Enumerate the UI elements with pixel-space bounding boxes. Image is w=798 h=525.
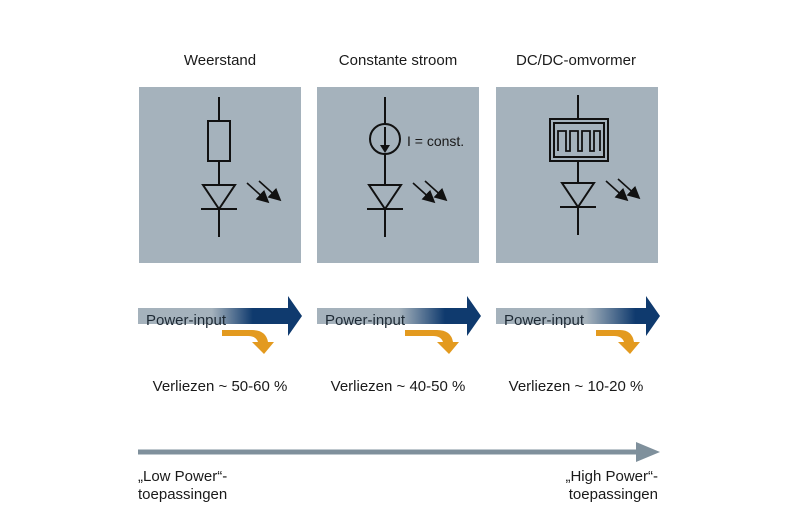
dc-dc-led-symbol (549, 95, 641, 235)
constant-current-label: I = const. (407, 133, 465, 149)
power-input-arrow-icon (138, 296, 302, 336)
led-icon (367, 184, 403, 211)
power-flow-arrow-1 (138, 296, 302, 354)
arrow-head-icon (636, 442, 660, 462)
current-source-led-symbol (367, 97, 448, 237)
loss-label-constante-stroom: Verliezen ~ 40-50 % (330, 378, 466, 395)
loss-arrow-icon (596, 330, 640, 354)
column-title-constante-stroom: Constante stroom (338, 52, 458, 69)
high-power-label: „High Power“- toepassingen (565, 468, 658, 503)
loss-arrow-icon (222, 330, 274, 354)
dc-dc-panel (496, 87, 658, 263)
loss-label-dc-dc: Verliezen ~ 10-20 % (508, 378, 644, 395)
power-input-arrow-icon (317, 296, 481, 336)
loss-arrow-icon (405, 330, 459, 354)
resistor-circuit-panel (139, 87, 301, 263)
led-icon (201, 184, 237, 211)
column-title-dc-dc: DC/DC-omvormer (516, 52, 636, 69)
power-input-label-3: Power-input (504, 312, 585, 329)
dc-dc-converter-icon (549, 118, 609, 162)
power-flow-arrow-3 (496, 296, 660, 354)
resistor-led-symbol (201, 97, 282, 237)
loss-label-weerstand: Verliezen ~ 50-60 % (152, 378, 288, 395)
low-power-label: „Low Power“- toepassingen (138, 468, 228, 503)
power-scale-arrow (138, 442, 660, 462)
power-input-label-2: Power-input (325, 312, 406, 329)
power-flow-arrow-2 (317, 296, 481, 354)
power-input-arrow-icon (496, 296, 660, 336)
resistor-icon (207, 120, 231, 162)
constant-current-panel: I = const. (317, 87, 479, 263)
column-title-weerstand: Weerstand (183, 52, 257, 69)
power-input-label-1: Power-input (146, 312, 227, 329)
led-icon (560, 182, 596, 209)
